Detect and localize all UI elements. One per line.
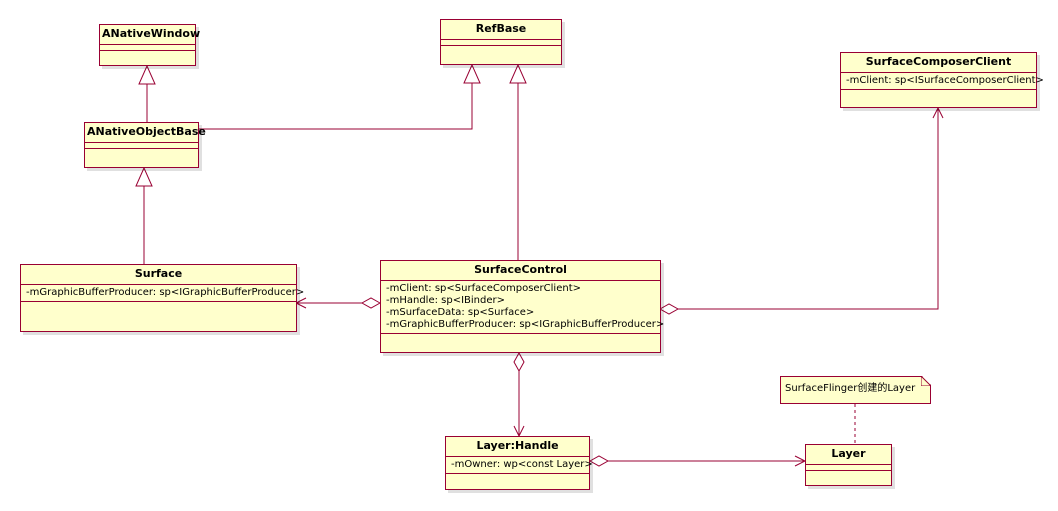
inherit-arrow-refbase-left [463,63,481,84]
class-attributes [100,45,195,51]
attribute: -mGraphicBufferProducer: sp<IGraphicBuff… [386,319,665,330]
class-name: Layer:Handle [446,437,589,457]
class-name: SurfaceComposerClient [841,53,1036,73]
class-name: ANativeWindow [100,25,200,45]
class-attributes: -mClient: sp<ISurfaceComposerClient> [841,73,1044,90]
aggregation-diamond-layerhandle-layer [588,455,610,467]
aggregation-diamond-surfacecontrol-layerhandle [513,351,525,373]
class-operations [381,334,660,338]
class-operations [100,51,195,55]
class-attributes: -mOwner: wp<const Layer> [446,457,593,474]
note-fold-icon [921,376,931,386]
class-layer-handle[interactable]: Layer:Handle -mOwner: wp<const Layer> [445,436,593,490]
class-operations [806,471,891,475]
class-attributes: -mClient: sp<SurfaceComposerClient> -mHa… [381,281,665,334]
note-text: SurfaceFlinger创建的Layer [785,383,916,394]
inherit-line-anativeobjectbase-refbase [199,83,473,130]
class-operations [85,149,198,153]
class-refbase[interactable]: RefBase [440,19,562,65]
class-name: Surface [21,265,296,285]
class-name: ANativeObjectBase [85,123,206,143]
class-surfacecontrol[interactable]: SurfaceControl -mClient: sp<SurfaceCompo… [380,260,665,353]
inherit-arrow-anativewindow [138,64,156,85]
class-operations [841,90,1036,94]
class-operations [21,302,296,306]
arrowhead-composerclient [932,106,944,119]
class-name: Layer [806,445,891,465]
class-attributes [441,40,561,46]
inherit-arrow-refbase-right [509,63,527,84]
attribute: -mSurfaceData: sp<Surface> [386,307,535,318]
aggregation-line-surfacecontrol-composerclient [678,108,939,310]
class-attributes [85,143,198,149]
class-attributes: -mGraphicBufferProducer: sp<IGraphicBuff… [21,285,305,302]
class-anativeobjectbase[interactable]: ANativeObjectBase [84,122,206,168]
attribute: -mOwner: wp<const Layer> [451,459,593,470]
inherit-arrow-anativeobjectbase [135,166,153,187]
note-surfaceflinger-layer[interactable]: SurfaceFlinger创建的Layer [780,376,931,404]
class-name: SurfaceControl [381,261,660,281]
class-operations [446,474,589,478]
class-surface[interactable]: Surface -mGraphicBufferProducer: sp<IGra… [20,264,305,332]
class-attributes [806,465,891,471]
class-anativewindow[interactable]: ANativeWindow [99,24,200,66]
class-name: RefBase [441,20,561,40]
attribute: -mHandle: sp<IBinder> [386,295,506,306]
aggregation-diamond-surfacecontrol-surface [360,297,382,309]
class-surfacecomposerclient[interactable]: SurfaceComposerClient -mClient: sp<ISurf… [840,52,1044,108]
class-layer[interactable]: Layer [805,444,892,486]
attribute: -mClient: sp<SurfaceComposerClient> [386,283,581,294]
aggregation-diamond-surfacecontrol-composerclient [658,303,680,315]
class-operations [441,46,561,50]
attribute: -mClient: sp<ISurfaceComposerClient> [846,75,1044,86]
attribute: -mGraphicBufferProducer: sp<IGraphicBuff… [26,287,305,298]
